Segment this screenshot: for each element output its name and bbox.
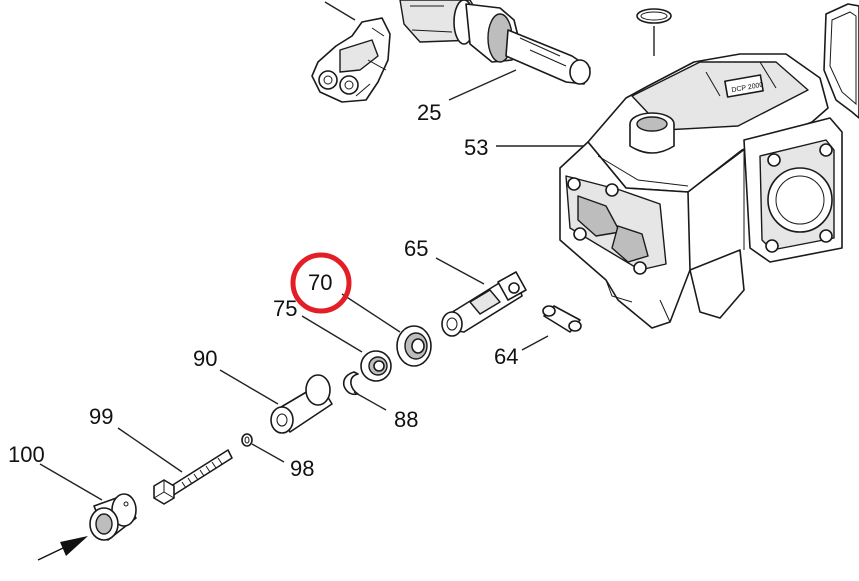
part-88-snap-ring <box>342 371 359 396</box>
part-100-bushing <box>89 493 137 541</box>
callout-98: 98 <box>290 456 314 481</box>
callout-64: 64 <box>494 344 518 369</box>
callout-labels: 25 53 65 70 75 64 90 88 99 98 100 <box>8 100 518 481</box>
part-53-pump-housing: DCP 2000 <box>559 53 843 329</box>
callout-100: 100 <box>8 442 45 467</box>
part-linkage-arm <box>311 1 391 103</box>
part-99-bolt <box>153 449 233 505</box>
part-98-ring <box>241 433 253 447</box>
callout-65: 65 <box>404 236 428 261</box>
callout-88: 88 <box>394 407 418 432</box>
callout-75: 75 <box>273 296 297 321</box>
part-gasket <box>823 3 859 119</box>
callout-25: 25 <box>417 100 441 125</box>
leader-lines <box>39 69 584 501</box>
callout-53: 53 <box>464 135 488 160</box>
part-65-plunger <box>441 271 527 337</box>
part-75-washer <box>360 350 392 382</box>
part-25-crankshaft <box>399 0 591 85</box>
part-70-seal <box>396 325 432 367</box>
callout-70: 70 <box>308 270 332 295</box>
part-o-ring-top <box>636 8 672 56</box>
callout-99: 99 <box>89 404 113 429</box>
highlight-circle-callout-70 <box>290 252 352 314</box>
part-90-sleeve <box>270 374 333 434</box>
part-64-pin <box>542 305 582 333</box>
direction-arrow-icon <box>37 536 88 561</box>
callout-90: 90 <box>193 346 217 371</box>
